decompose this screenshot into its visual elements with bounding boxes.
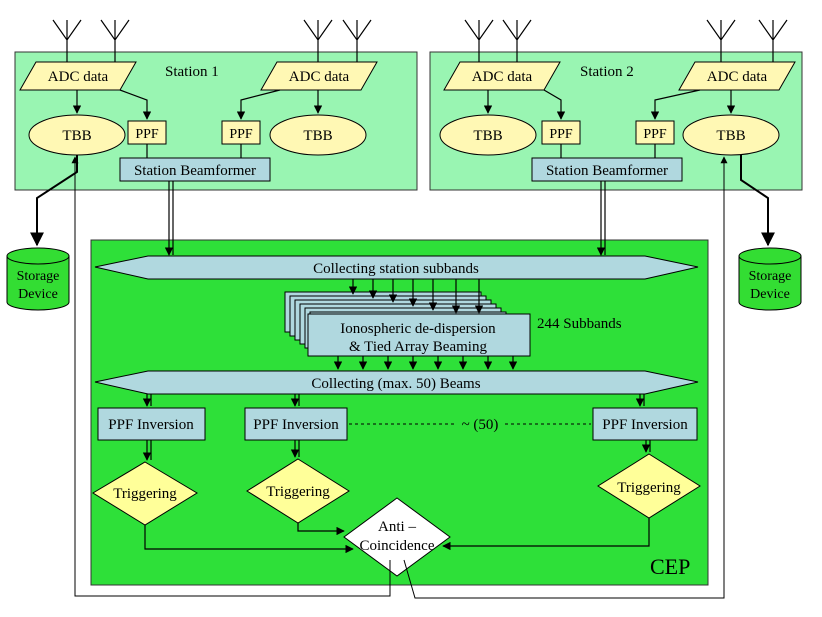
- storage-device-label: Device: [18, 287, 58, 302]
- ppf-inversion-label: PPF Inversion: [602, 417, 688, 433]
- subband-count-label: 244 Subbands: [537, 316, 622, 332]
- collecting-subbands-bar: [94, 255, 699, 280]
- station-2-connectors: [483, 89, 775, 247]
- collecting-beams-label: Collecting (max. 50) Beams: [311, 376, 480, 392]
- station-2-title: Station 2: [580, 64, 634, 80]
- subband-stack: [284, 291, 531, 357]
- adc-data-label: ADC data: [707, 69, 768, 85]
- station-beamformer-label: Station Beamformer: [546, 163, 668, 179]
- tbb-buffer: [682, 114, 780, 156]
- antenna-icon: [100, 19, 130, 62]
- station-1-connectors: [30, 89, 323, 247]
- storage-device-icon: [6, 247, 70, 311]
- ppf-inversion-input-arrows: [142, 394, 651, 461]
- adc-data-label: ADC data: [472, 69, 533, 85]
- adc-data-label: ADC data: [48, 69, 109, 85]
- anti-coincidence-label: Coincidence: [360, 538, 435, 554]
- ppf-label: PPF: [643, 127, 667, 142]
- adc-data-box: [678, 61, 796, 91]
- storage-device-icon: [738, 247, 802, 311]
- tbb-buffer: [439, 114, 537, 156]
- ppf-inversion-label: PPF Inversion: [253, 417, 339, 433]
- beam-count-label: ~ (50): [462, 417, 499, 433]
- antenna-icon: [706, 19, 736, 62]
- dedispersion-label: Ionospheric de-dispersion: [340, 321, 496, 337]
- antenna-icon: [52, 19, 82, 62]
- collecting-subbands-label: Collecting station subbands: [313, 261, 479, 277]
- ppf-inversion-box: [97, 407, 206, 441]
- antenna-icon: [502, 19, 532, 62]
- trigger-to-coincidence-lines: [144, 518, 650, 554]
- station-beamformer-box: [119, 157, 271, 182]
- tbb-buffer: [269, 114, 367, 156]
- antenna-icon: [303, 19, 333, 62]
- storage-device-label: Device: [750, 287, 790, 302]
- beamformer-to-cep-arrows: [164, 181, 606, 256]
- collecting-beams-bar: [94, 370, 699, 395]
- tbb-label: TBB: [473, 128, 502, 144]
- station-1-title: Station 1: [165, 64, 219, 80]
- antenna-icon: [464, 19, 494, 62]
- triggering-label: Triggering: [266, 484, 330, 500]
- tbb-label: TBB: [716, 128, 745, 144]
- tbb-feedback-lines: [71, 156, 728, 599]
- subband-input-arrows: [348, 279, 484, 314]
- ppf-label: PPF: [549, 127, 573, 142]
- anti-coincidence-label: Anti –: [378, 519, 416, 535]
- triggering-label: Triggering: [617, 480, 681, 496]
- triggering-label: Triggering: [113, 486, 177, 502]
- ppf-inversion-label: PPF Inversion: [108, 417, 194, 433]
- antenna-icon: [342, 19, 372, 62]
- antenna-icon: [758, 19, 788, 62]
- beam-output-arrows: [333, 356, 518, 370]
- storage-device-label: Storage: [17, 269, 60, 284]
- ppf-label: PPF: [229, 127, 253, 142]
- ppf-inversion-box: [244, 407, 348, 441]
- adc-data-box: [260, 61, 378, 91]
- tbb-label: TBB: [62, 128, 91, 144]
- station-beamformer-label: Station Beamformer: [134, 163, 256, 179]
- tbb-label: TBB: [303, 128, 332, 144]
- ppf-inversion-box: [592, 407, 698, 441]
- ppf-label: PPF: [135, 127, 159, 142]
- cep-label: CEP: [650, 554, 690, 579]
- anti-coincidence-diamond: [343, 497, 451, 577]
- storage-device-label: Storage: [749, 269, 792, 284]
- adc-data-label: ADC data: [289, 69, 350, 85]
- station-beamformer-box: [531, 157, 683, 182]
- tied-array-label: & Tied Array Beaming: [349, 339, 487, 355]
